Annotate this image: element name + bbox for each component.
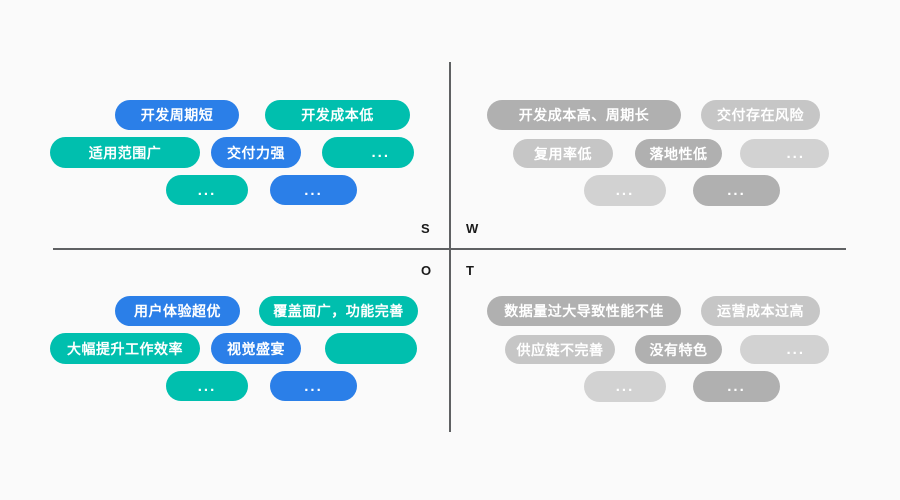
pill-threat-2[interactable]: 运营成本过高 bbox=[701, 296, 820, 326]
pill-strength-4[interactable]: 交付力强 bbox=[211, 137, 301, 168]
pill-threat-1[interactable]: 数据量过大导致性能不佳 bbox=[487, 296, 681, 326]
pill-weakness-6[interactable]: ... bbox=[584, 175, 666, 206]
pill-strength-5[interactable]: ... bbox=[322, 137, 414, 168]
pill-weakness-5[interactable]: ... bbox=[740, 139, 829, 168]
axis-line-vertical bbox=[449, 62, 451, 432]
pill-weakness-7[interactable]: ... bbox=[693, 175, 780, 206]
pill-strength-7[interactable]: ... bbox=[270, 175, 357, 205]
pill-weakness-3[interactable]: 复用率低 bbox=[513, 139, 613, 168]
pill-weakness-4[interactable]: 落地性低 bbox=[635, 139, 722, 168]
pill-opportunity-5[interactable] bbox=[325, 333, 417, 364]
quadrant-letter-o: O bbox=[421, 263, 432, 278]
pill-strength-1[interactable]: 开发周期短 bbox=[115, 100, 239, 130]
pill-opportunity-7[interactable]: ... bbox=[270, 371, 357, 401]
quadrant-letter-w: W bbox=[466, 221, 479, 236]
pill-threat-5[interactable]: ... bbox=[740, 335, 829, 364]
pill-opportunity-6[interactable]: ... bbox=[166, 371, 248, 401]
pill-opportunity-1[interactable]: 用户体验超优 bbox=[115, 296, 240, 326]
pill-strength-3[interactable]: 适用范围广 bbox=[50, 137, 200, 168]
pill-opportunity-4[interactable]: 视觉盛宴 bbox=[211, 333, 301, 364]
pill-weakness-2[interactable]: 交付存在风险 bbox=[701, 100, 820, 130]
pill-strength-2[interactable]: 开发成本低 bbox=[265, 100, 410, 130]
pill-opportunity-3[interactable]: 大幅提升工作效率 bbox=[50, 333, 200, 364]
pill-opportunity-2[interactable]: 覆盖面广，功能完善 bbox=[259, 296, 418, 326]
pill-threat-7[interactable]: ... bbox=[693, 371, 780, 402]
pill-weakness-1[interactable]: 开发成本高、周期长 bbox=[487, 100, 681, 130]
pill-threat-3[interactable]: 供应链不完善 bbox=[505, 335, 615, 364]
pill-threat-6[interactable]: ... bbox=[584, 371, 666, 402]
quadrant-letter-t: T bbox=[466, 263, 475, 278]
pill-strength-6[interactable]: ... bbox=[166, 175, 248, 205]
quadrant-letter-s: S bbox=[421, 221, 431, 236]
pill-threat-4[interactable]: 没有特色 bbox=[635, 335, 722, 364]
